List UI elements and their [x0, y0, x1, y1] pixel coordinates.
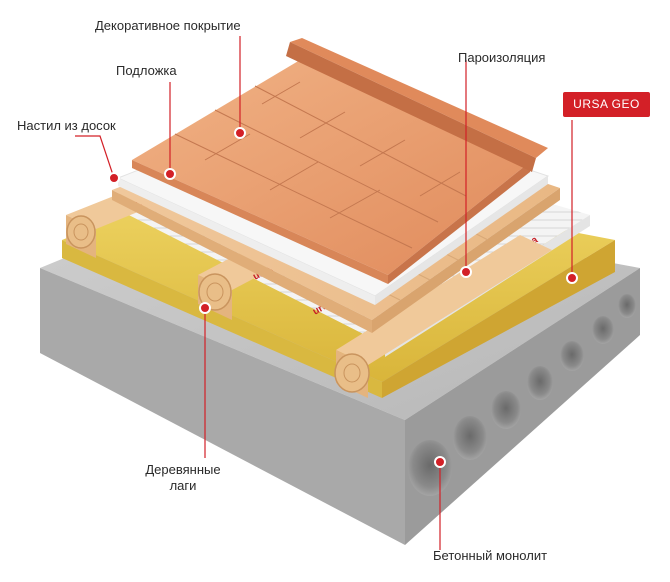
- skirting-board: [286, 38, 548, 172]
- concrete-marker: [434, 456, 446, 468]
- callout-dots: [108, 127, 578, 468]
- label-vapor-barrier: Пароизоляция: [458, 50, 546, 65]
- label-underlay: Подложка: [116, 63, 177, 78]
- decorative-parquet: [132, 38, 548, 284]
- decor-marker: [234, 127, 246, 139]
- vapor-marker: [460, 266, 472, 278]
- label-decorative-covering: Декоративное покрытие: [95, 18, 241, 33]
- label-concrete-monolith: Бетонный монолит: [433, 548, 548, 563]
- logs-marker: [199, 302, 211, 314]
- deck-marker: [108, 172, 120, 184]
- underlay-marker: [164, 168, 176, 180]
- callout-lines: [75, 36, 573, 550]
- hollow-core-holes: [408, 294, 636, 496]
- ursa-geo-badge: URSA GEO: [563, 92, 650, 117]
- insulation-marker: [566, 272, 578, 284]
- label-plank-deck: Настил из досок: [17, 118, 116, 133]
- label-wooden-logs: Деревянные лаги: [145, 462, 221, 493]
